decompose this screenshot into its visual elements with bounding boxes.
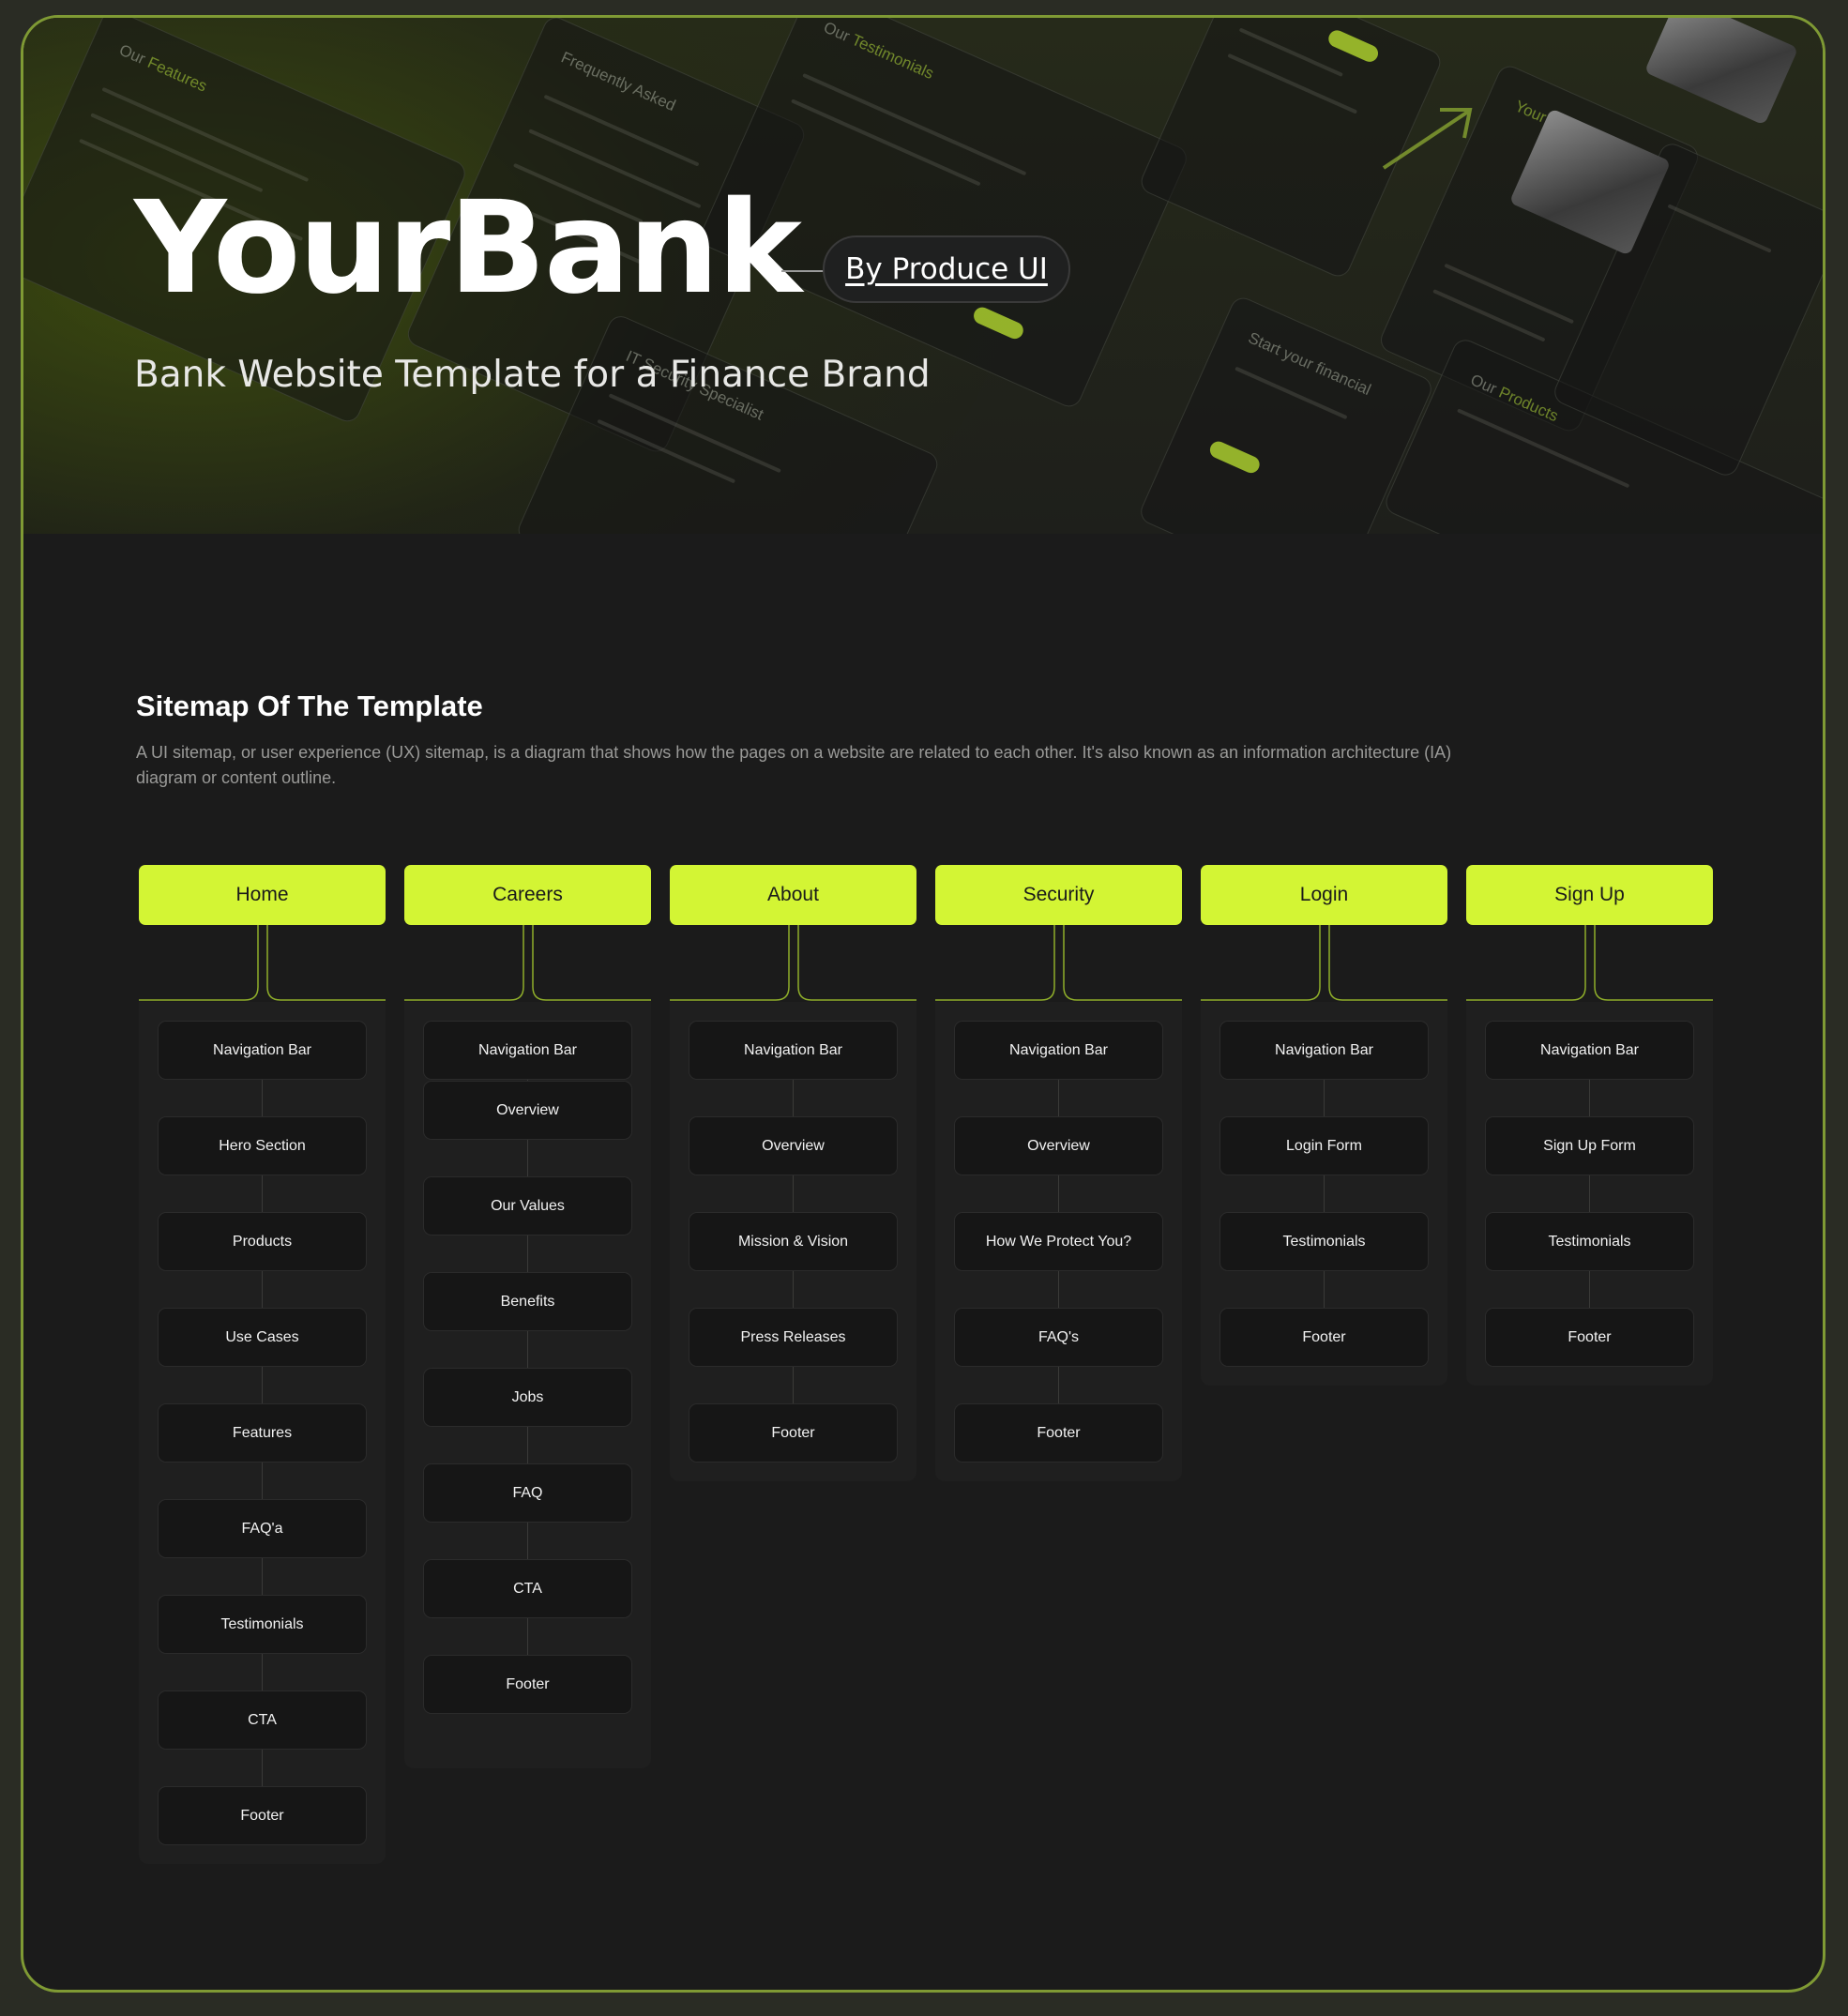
section-node[interactable]: Navigation Bar	[158, 1021, 367, 1080]
section-node[interactable]: Our Values	[423, 1176, 632, 1235]
section-node[interactable]: Testimonials	[1485, 1212, 1694, 1271]
section-link-line	[1589, 1050, 1590, 1338]
section-node[interactable]: Footer	[423, 1655, 632, 1714]
section-node[interactable]: Benefits	[423, 1272, 632, 1331]
badge-connector-line	[781, 270, 825, 272]
branch-connector	[670, 925, 916, 1001]
section-node[interactable]: How We Protect You?	[954, 1212, 1163, 1271]
page-node-sign-up[interactable]: Sign Up	[1466, 865, 1713, 925]
hero-title: YourBank	[134, 174, 802, 323]
branch-connector	[404, 925, 651, 1001]
section-node[interactable]: Navigation Bar	[689, 1021, 898, 1080]
section-node[interactable]: Overview	[689, 1116, 898, 1175]
section-node[interactable]: Navigation Bar	[1219, 1021, 1429, 1080]
section-node[interactable]: Testimonials	[158, 1595, 367, 1654]
section-node[interactable]: Footer	[158, 1786, 367, 1845]
section-node[interactable]: Footer	[954, 1403, 1163, 1463]
section-node[interactable]: FAQ's	[954, 1308, 1163, 1367]
branch-connector	[1466, 925, 1713, 1001]
branch-connector	[139, 925, 386, 1001]
sitemap-description: A UI sitemap, or user experience (UX) si…	[136, 743, 1452, 787]
section-node[interactable]: FAQ	[423, 1463, 632, 1523]
section-node[interactable]: Overview	[423, 1081, 632, 1140]
branch-connector	[1201, 925, 1447, 1001]
section-node[interactable]: Footer	[1219, 1308, 1429, 1367]
section-node[interactable]: Hero Section	[158, 1116, 367, 1175]
section-node[interactable]: FAQ'a	[158, 1499, 367, 1558]
page-node-about[interactable]: About	[670, 865, 916, 925]
section-node[interactable]: Products	[158, 1212, 367, 1271]
section-node[interactable]: CTA	[423, 1559, 632, 1618]
section-node[interactable]: Mission & Vision	[689, 1212, 898, 1271]
section-node[interactable]: Navigation Bar	[1485, 1021, 1694, 1080]
page-frame: Our Features Frequently Asked Our Testim…	[21, 15, 1825, 1993]
section-node[interactable]: Testimonials	[1219, 1212, 1429, 1271]
page-node-careers[interactable]: Careers	[404, 865, 651, 925]
section-node[interactable]: Sign Up Form	[1485, 1116, 1694, 1175]
person-photo	[1644, 18, 1799, 126]
section-node[interactable]: Press Releases	[689, 1308, 898, 1367]
growth-arrow-icon	[1382, 108, 1473, 170]
section-node[interactable]: Footer	[1485, 1308, 1694, 1367]
page-node-home[interactable]: Home	[139, 865, 386, 925]
section-node[interactable]: Login Form	[1219, 1116, 1429, 1175]
section-node[interactable]: CTA	[158, 1690, 367, 1750]
branch-connector	[935, 925, 1182, 1001]
section-node[interactable]: Overview	[954, 1116, 1163, 1175]
sitemap-title: Sitemap Of The Template	[136, 690, 483, 722]
produce-ui-link[interactable]: By Produce UI	[823, 235, 1070, 303]
page-node-login[interactable]: Login	[1201, 865, 1447, 925]
section-node[interactable]: Footer	[689, 1403, 898, 1463]
page-node-security[interactable]: Security	[935, 865, 1182, 925]
section-node[interactable]: Jobs	[423, 1368, 632, 1427]
section-node[interactable]: Features	[158, 1403, 367, 1463]
hero-banner: Our Features Frequently Asked Our Testim…	[23, 18, 1823, 534]
section-node[interactable]: Navigation Bar	[423, 1021, 632, 1080]
section-node[interactable]: Use Cases	[158, 1308, 367, 1367]
section-node[interactable]: Navigation Bar	[954, 1021, 1163, 1080]
section-link-line	[1324, 1050, 1325, 1338]
section-link-line	[527, 1050, 528, 1685]
hero-subtitle: Bank Website Template for a Finance Bran…	[134, 354, 931, 396]
hero-background-mockups: Our Features Frequently Asked Our Testim…	[23, 18, 1823, 534]
